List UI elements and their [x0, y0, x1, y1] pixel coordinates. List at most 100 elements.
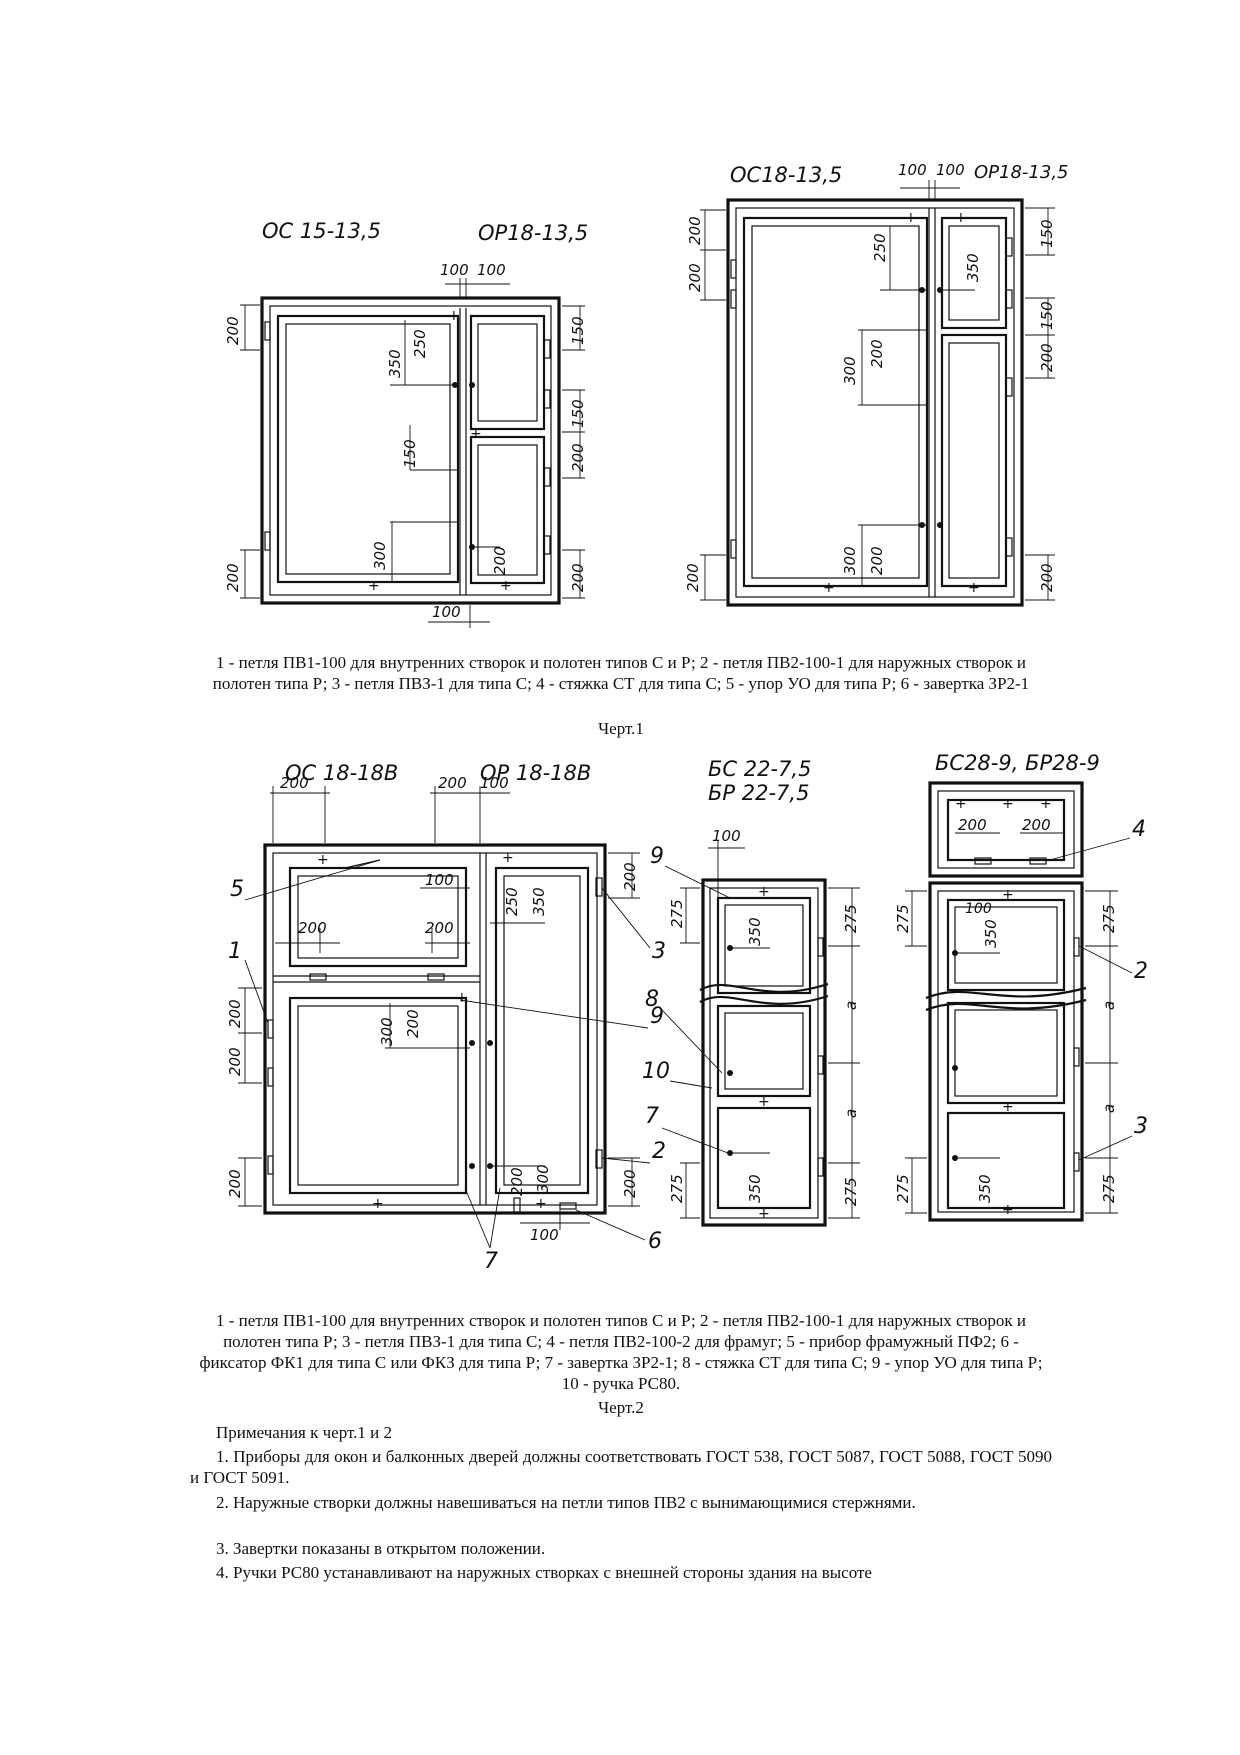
note-3: 3. Завертки показаны в открытом положени… [216, 1539, 546, 1558]
note-2: 2. Наружные створки должны навешиваться … [216, 1493, 916, 1512]
callout-3: 3 [652, 939, 666, 964]
svg-text:200: 200 [425, 919, 454, 937]
svg-text:350: 350 [746, 1174, 764, 1203]
svg-text:150: 150 [569, 399, 587, 428]
svg-text:200: 200 [491, 546, 509, 575]
figure1-caption: 1 - петля ПВ1-100 для внутренних створок… [212, 653, 1030, 693]
note-4: 4. Ручки РС80 устанавливают на наружных … [216, 1563, 872, 1582]
svg-text:300: 300 [841, 546, 859, 575]
svg-text:+: + [758, 1206, 770, 1222]
svg-text:200: 200 [1038, 563, 1056, 592]
svg-text:275: 275 [1100, 904, 1118, 933]
svg-text:+: + [456, 990, 468, 1006]
window-os18-drawing: ОС18-13,5 ОР18-13,5 + + + + 250 350 [684, 161, 1069, 607]
svg-text:350: 350 [982, 919, 1000, 948]
callout-5: 5 [230, 877, 244, 902]
label-br22: БР 22-7,5 [708, 781, 809, 805]
svg-text:275: 275 [668, 899, 686, 928]
svg-text:350: 350 [530, 887, 548, 916]
svg-text:+: + [905, 210, 917, 226]
svg-text:100: 100 [965, 901, 992, 917]
svg-text:+: + [448, 308, 460, 324]
svg-text:200: 200 [226, 999, 244, 1028]
svg-text:200: 200 [438, 774, 467, 792]
svg-text:300: 300 [378, 1017, 396, 1046]
svg-text:200: 200 [224, 316, 242, 345]
callout-8: 8 [645, 987, 659, 1012]
svg-text:150: 150 [401, 439, 419, 468]
label-os15: ОС 15-13,5 [262, 219, 381, 243]
door-bs22-drawing: БС 22-7,5 БР 22-7,5 + + + 350 350 100 27… [642, 757, 860, 1227]
label-bs28: БС28-9, БР28-9 [935, 751, 1100, 775]
svg-text:275: 275 [894, 1174, 912, 1203]
svg-text:200: 200 [684, 563, 702, 592]
svg-text:+: + [1040, 796, 1052, 812]
svg-text:+: + [500, 578, 512, 594]
door-bs28-drawing: БС28-9, БР28-9 + + + 200 200 + + + 100 3… [894, 751, 1148, 1222]
svg-text:+: + [317, 852, 329, 868]
svg-text:275: 275 [1100, 1174, 1118, 1203]
svg-text:+: + [1002, 1099, 1014, 1115]
callout-7: 7 [484, 1249, 498, 1274]
svg-text:100: 100 [425, 871, 454, 889]
svg-text:150: 150 [1038, 219, 1056, 248]
svg-text:350: 350 [386, 349, 404, 378]
svg-text:275: 275 [842, 1177, 860, 1206]
label-os18: ОС18-13,5 [730, 163, 842, 187]
svg-text:+: + [758, 1094, 770, 1110]
window-os18-18b-drawing: ОС 18-18В ОР 18-18В + + + + + 100 200 [226, 761, 666, 1274]
svg-text:200: 200 [226, 1047, 244, 1076]
callout-2: 2 [652, 1139, 666, 1164]
svg-text:200: 200 [569, 563, 587, 592]
svg-text:а: а [1100, 1001, 1118, 1010]
svg-text:100: 100 [440, 261, 469, 279]
svg-text:200: 200 [298, 919, 327, 937]
svg-text:100: 100 [898, 161, 927, 179]
svg-text:+: + [955, 210, 967, 226]
svg-text:250: 250 [871, 233, 889, 262]
callout-4: 4 [1132, 817, 1146, 842]
callout-9: 9 [650, 1004, 664, 1029]
svg-text:200: 200 [569, 443, 587, 472]
svg-text:200: 200 [224, 563, 242, 592]
svg-text:100: 100 [712, 827, 741, 845]
svg-text:+: + [535, 1196, 547, 1212]
svg-text:200: 200 [1038, 343, 1056, 372]
callout-9-door: 9 [650, 844, 664, 869]
svg-text:+: + [372, 1196, 384, 1212]
figure2-drawing: ОС 18-18В ОР 18-18В + + + + + 100 200 [226, 751, 1148, 1274]
svg-text:+: + [968, 580, 980, 596]
label-or18-18b: ОР 18-18В [480, 761, 591, 785]
svg-text:300: 300 [534, 1164, 552, 1193]
svg-text:200: 200 [868, 339, 886, 368]
svg-text:200: 200 [621, 1169, 639, 1198]
svg-text:+: + [470, 426, 482, 442]
callout-2-door: 2 [1134, 959, 1148, 984]
callout-10: 10 [642, 1059, 670, 1084]
svg-text:200: 200 [621, 862, 639, 891]
svg-text:+: + [823, 580, 835, 596]
svg-text:250: 250 [503, 887, 521, 916]
svg-text:+: + [1002, 1202, 1014, 1218]
svg-text:275: 275 [842, 904, 860, 933]
svg-text:+: + [758, 884, 770, 900]
figure2-label: Черт.2 [598, 1398, 644, 1417]
svg-text:200: 200 [686, 216, 704, 245]
svg-text:350: 350 [976, 1174, 994, 1203]
label-or18: ОР18-13,5 [974, 162, 1069, 183]
svg-text:+: + [368, 578, 380, 594]
svg-text:200: 200 [280, 774, 309, 792]
svg-text:100: 100 [432, 603, 461, 621]
svg-text:а: а [842, 1001, 860, 1010]
svg-text:+: + [502, 850, 514, 866]
svg-text:+: + [1002, 887, 1014, 903]
figure1-label: Черт.1 [598, 719, 644, 738]
figure2-caption: 1 - петля ПВ1-100 для внутренних створок… [199, 1311, 1043, 1393]
svg-text:100: 100 [480, 774, 509, 792]
svg-text:200: 200 [404, 1009, 422, 1038]
callout-1: 1 [228, 939, 242, 964]
svg-text:200: 200 [1022, 816, 1051, 834]
figure1-drawing: ОС 15-13,5 ОР18-13,5 + + + + 350 250 150 [224, 161, 1069, 628]
svg-text:150: 150 [1038, 301, 1056, 330]
svg-text:200: 200 [226, 1169, 244, 1198]
